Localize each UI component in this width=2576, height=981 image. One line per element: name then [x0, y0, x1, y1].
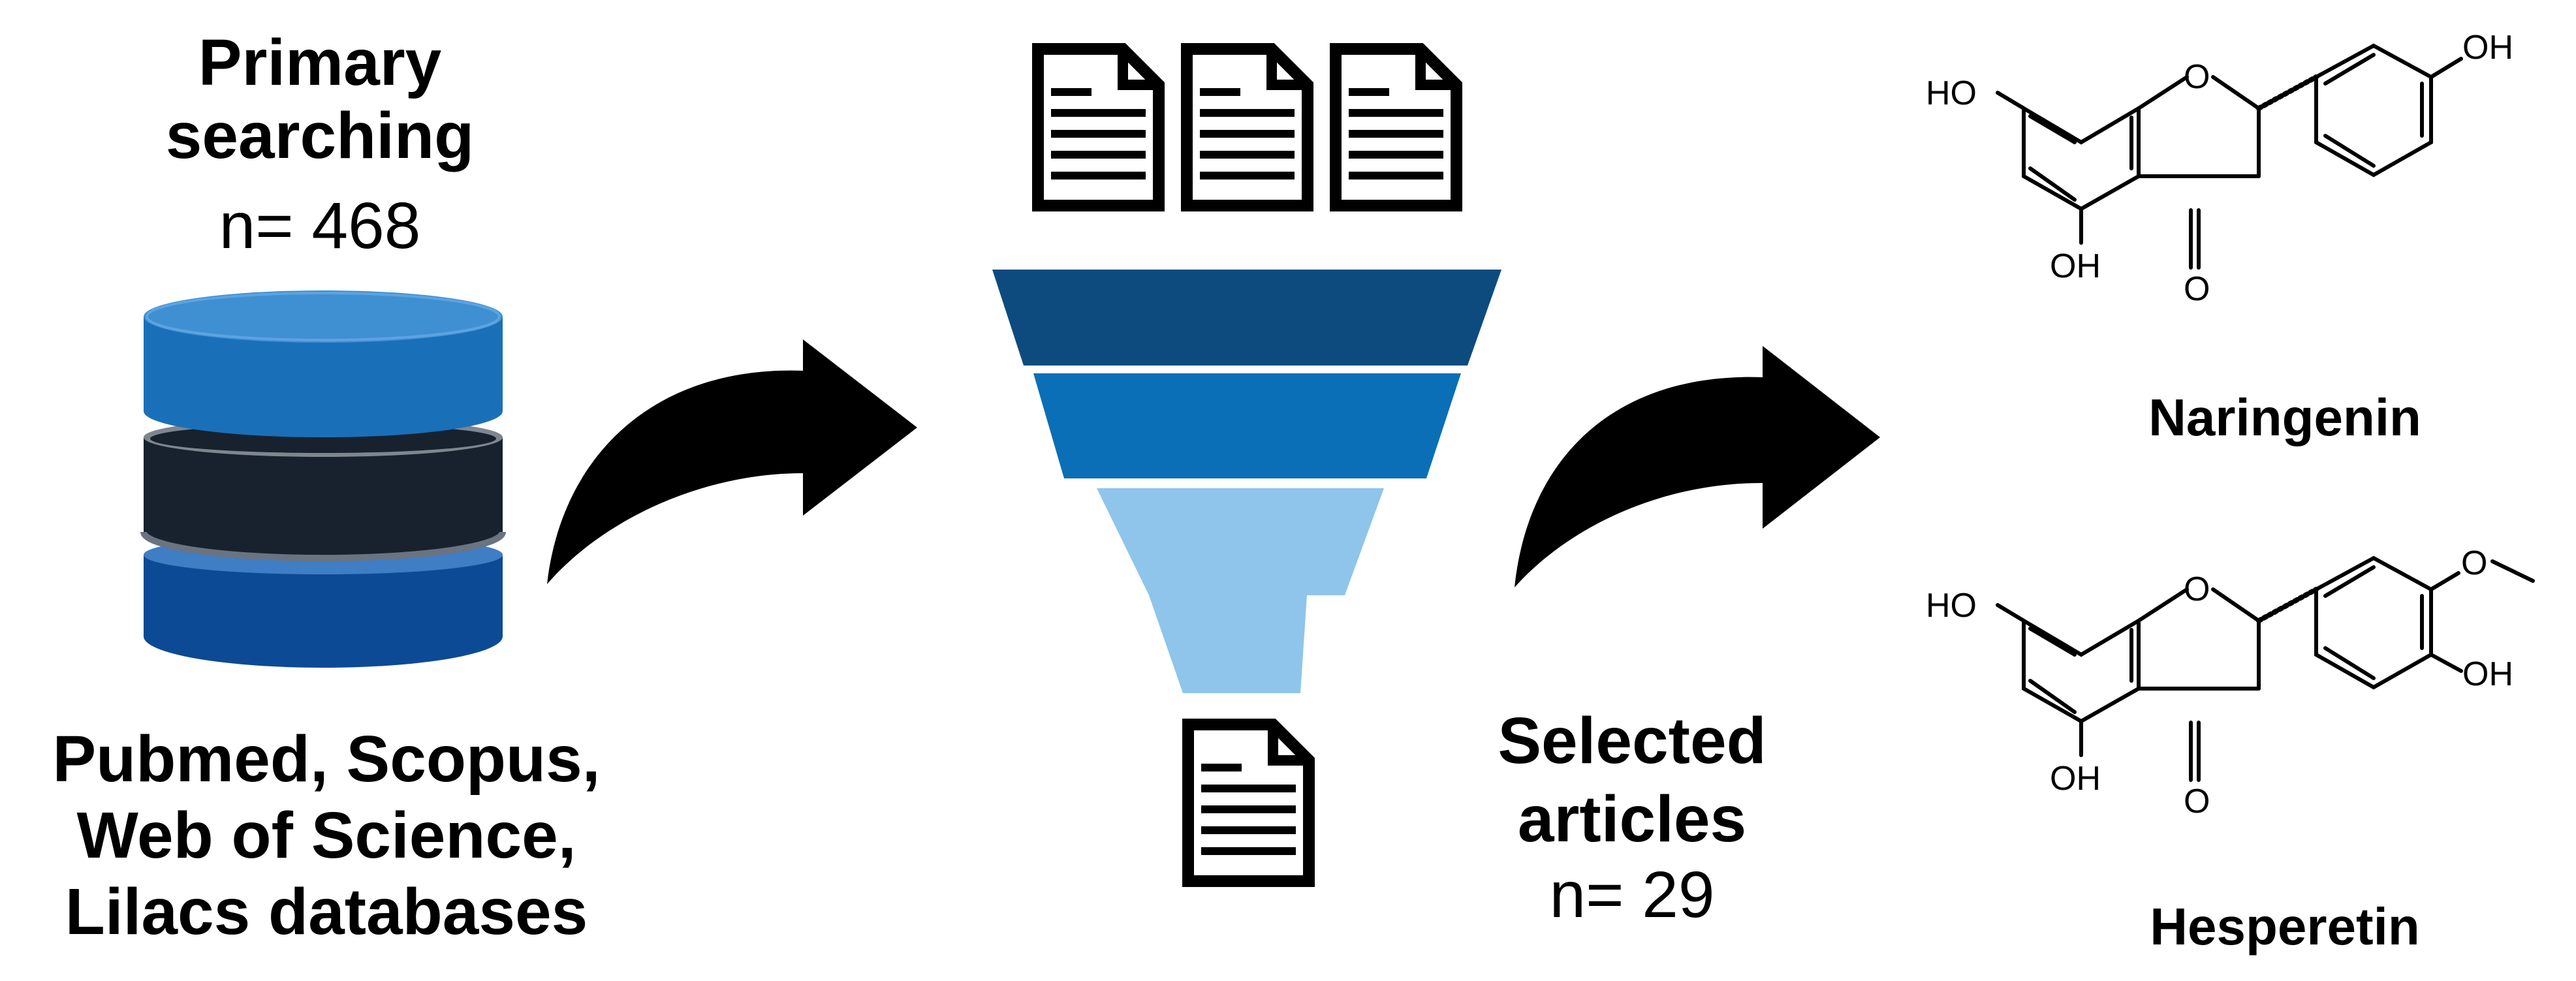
primary-searching-title: Primary searching	[104, 26, 535, 172]
database-icon	[140, 290, 506, 668]
selected-line2: articles	[1517, 783, 1747, 856]
svg-text:OH: OH	[2462, 29, 2513, 67]
svg-text:O: O	[2184, 58, 2210, 96]
document-icon-1	[1038, 49, 1159, 206]
svg-text:OH: OH	[2050, 247, 2101, 285]
document-icon-3	[1336, 49, 1456, 206]
svg-text:OH: OH	[2050, 760, 2101, 798]
svg-text:O: O	[2184, 570, 2210, 608]
document-icon-2	[1187, 49, 1308, 206]
naringenin-label: Naringenin	[2148, 388, 2421, 446]
database-disk-top	[144, 290, 503, 437]
funnel-icon	[992, 270, 1501, 693]
database-line1: Pubmed, Scopus,	[52, 723, 601, 796]
selected-count: n= 29	[1549, 858, 1715, 931]
primary-title-line2: searching	[165, 99, 475, 172]
database-line3: Lilacs databases	[65, 875, 588, 948]
svg-text:O: O	[2184, 783, 2210, 820]
svg-text:OH: OH	[2462, 655, 2513, 693]
arrow-right-icon-2	[1515, 346, 1880, 587]
database-names: Pubmed, Scopus, Web of Science, Lilacs d…	[13, 721, 640, 950]
svg-text:O: O	[2461, 544, 2487, 582]
funnel-band-1	[992, 270, 1501, 366]
selected-articles-title: Selected articles	[1436, 702, 1828, 858]
primary-count: n= 468	[219, 189, 421, 262]
funnel-band-3	[1097, 488, 1384, 693]
primary-title-line1: Primary	[198, 26, 442, 99]
arrow-right-icon-1	[547, 339, 917, 584]
database-line2: Web of Science,	[76, 799, 576, 872]
naringenin-atom-labels: HO OH O OH O	[1926, 29, 2513, 308]
funnel-band-2	[1033, 373, 1461, 478]
database-disk-middle	[140, 418, 506, 561]
svg-text:O: O	[2184, 270, 2210, 308]
naringenin-structure	[1996, 43, 2463, 270]
selected-line1: Selected	[1498, 704, 1767, 777]
document-icon-result	[1188, 724, 1309, 881]
svg-text:HO: HO	[1926, 74, 1977, 112]
hesperetin-label: Hesperetin	[2150, 897, 2420, 956]
hesperetin-atom-labels: HO O OH O OH O	[1926, 544, 2513, 820]
svg-text:HO: HO	[1926, 587, 1977, 625]
hesperetin-structure	[1996, 555, 2535, 782]
